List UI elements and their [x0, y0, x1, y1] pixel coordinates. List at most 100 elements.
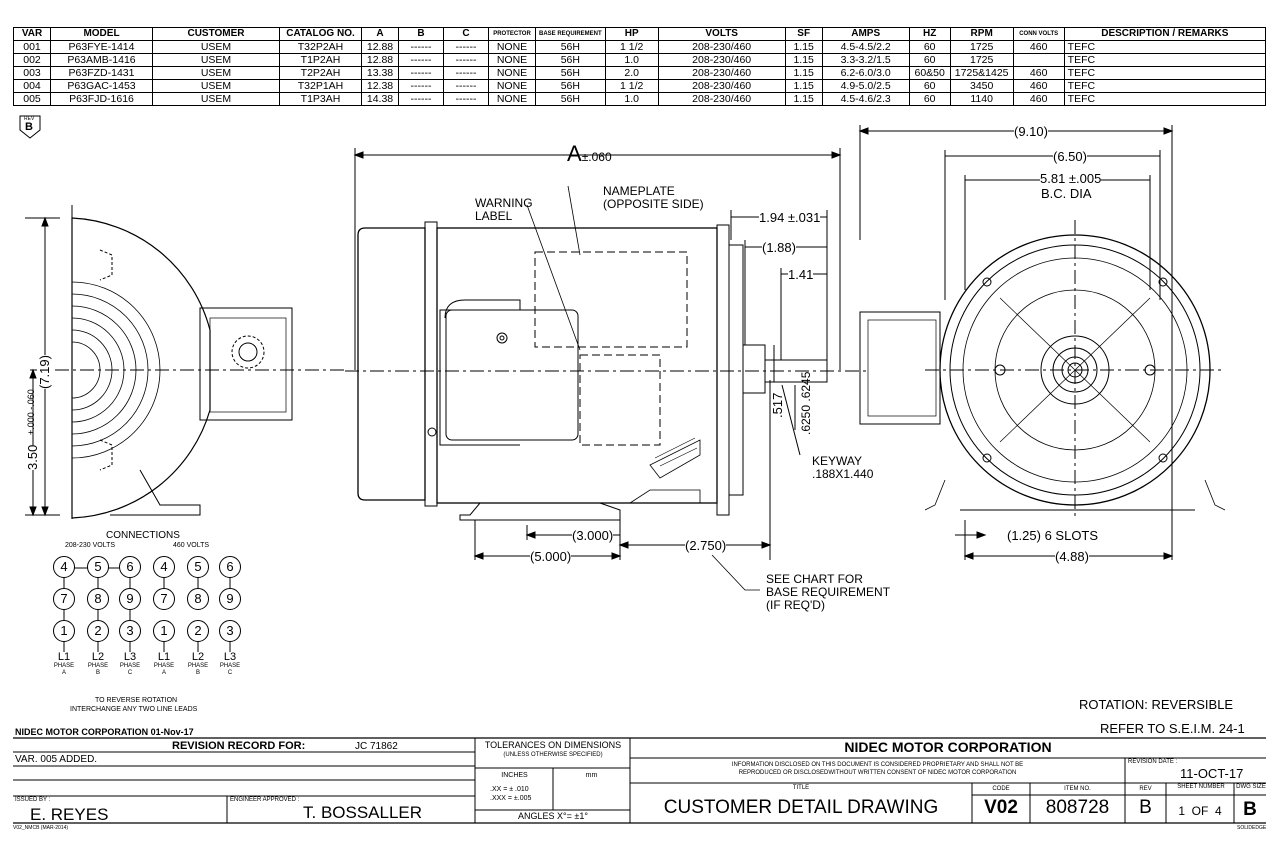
terminal-circle: 4: [53, 556, 75, 578]
variant-table: VAR MODEL CUSTOMER CATALOG NO. A B C PRO…: [13, 27, 1267, 106]
rotation-note: ROTATION: REVERSIBLE: [1079, 697, 1234, 712]
line-label: L3: [123, 651, 137, 663]
line-label: L2: [191, 651, 205, 663]
terminal-circle: 9: [219, 588, 241, 610]
dim-overall-width: (9.10): [1014, 124, 1048, 139]
title-label: TITLE: [792, 785, 810, 791]
solidedge-mark: SOLIDEDGE: [1237, 825, 1267, 831]
info-line-1: INFORMATION DISCLOSED ON THIS DOCUMENT I…: [731, 762, 1024, 768]
line-label: L1: [157, 651, 171, 663]
keyway-callout: KEYWAY: [812, 454, 863, 468]
dim-a: A±.060: [567, 141, 612, 167]
terminal-circle: 9: [119, 588, 141, 610]
phase-word: PHASE: [219, 663, 241, 669]
dim-shaft-dia: .6250 .6245: [799, 371, 813, 435]
var-note: VAR. 005 ADDED.: [15, 754, 98, 765]
engineer-label: ENGINEER APPROVED :: [230, 797, 300, 803]
tol-angles: ANGLES X°= ±1°: [518, 811, 588, 821]
tolerances-title: TOLERANCES ON DIMENSIONS: [484, 740, 622, 750]
company-date: NIDEC MOTOR CORPORATION 01-Nov-17: [15, 727, 194, 737]
table-cell: ------: [443, 92, 489, 106]
table-cell: TEFC: [1063, 92, 1267, 106]
table-header-row: VAR MODEL CUSTOMER CATALOG NO. A B C PRO…: [13, 27, 1267, 41]
right-end-view: [858, 125, 1226, 560]
engineer-approved: T. BOSSALLER: [303, 803, 423, 822]
dim-base-488: (4.88): [1055, 549, 1089, 564]
table-cell: 208-230/460: [657, 92, 786, 106]
refer-note: REFER TO S.E.I.M. 24-1: [1100, 721, 1245, 736]
tol-mm: mm: [585, 772, 598, 779]
tolerances-unless: (UNLESS OTHERWISE SPECIFIED): [503, 752, 603, 758]
code-label: CODE: [992, 786, 1010, 792]
info-line-2: REPRODUCED OR DISCLOSEDWITHOUT WRITTEN C…: [738, 770, 1017, 776]
phase-label: B: [195, 670, 200, 676]
terminal-circle: 5: [87, 556, 109, 578]
form-id: V02_NMCB (MAR-2014): [13, 825, 69, 831]
rev-tag-label: REV: [24, 116, 35, 122]
terminal-circle: 1: [153, 620, 175, 642]
company-name: NIDEC MOTOR CORPORATION: [844, 739, 1052, 755]
interchange-note: INTERCHANGE ANY TWO LINE LEADS: [70, 706, 198, 713]
terminal-circle: 8: [87, 588, 109, 610]
issued-label: ISSUED BY :: [15, 797, 51, 803]
terminal-circle: 6: [219, 556, 241, 578]
table-cell: ------: [398, 92, 444, 106]
terminal-circle: 4: [153, 556, 175, 578]
dim-slots: (1.25) 6 SLOTS: [1007, 528, 1099, 543]
dim-shaft-188: (1.88): [762, 240, 796, 255]
jc-number: JC 71862: [355, 741, 398, 752]
tol-inches: INCHES: [501, 772, 528, 779]
if-reqd-callout: (IF REQ'D): [766, 598, 825, 612]
dwg-label: DWG SIZE: [1236, 784, 1266, 790]
dim-base-3000: (3.000): [572, 528, 614, 543]
dim-height-350: 3.50: [25, 444, 40, 470]
dim-inner-width: (6.50): [1053, 149, 1087, 164]
table-cell: 1.15: [784, 92, 823, 106]
nameplate-sub-callout: (OPPOSITE SIDE): [603, 197, 704, 211]
rev-label: REV: [1139, 786, 1152, 792]
dim-height-350-tol: +.000 -.060: [26, 389, 36, 435]
connections-volts-low: 208-230 VOLTS: [65, 542, 116, 549]
dim-bc-dia: 5.81 ±.005: [1040, 171, 1102, 186]
item-label: ITEM NO.: [1064, 786, 1091, 792]
dim-a-label: A: [567, 141, 582, 166]
terminal-circle: 6: [119, 556, 141, 578]
revision-record: REVISION RECORD FOR:: [172, 740, 306, 752]
phase-label: C: [127, 670, 133, 676]
terminal-circle: 1: [53, 620, 75, 642]
table-cell: 56H: [535, 92, 606, 106]
code-value: V02: [984, 797, 1018, 818]
revision-date: 11-OCT-17: [1180, 766, 1244, 781]
terminal-circle: 2: [87, 620, 109, 642]
line-label: L2: [91, 651, 105, 663]
connections-diagram: [63, 567, 231, 652]
revision-date-label: REVISION DATE :: [1128, 759, 1178, 765]
left-side-view: [30, 205, 345, 520]
phase-word: PHASE: [187, 663, 209, 669]
phase-label: A: [161, 670, 166, 676]
dwg-value: B: [1243, 799, 1257, 820]
title-block-lines: [13, 737, 1266, 824]
rev-tag: REV B: [18, 114, 42, 139]
dim-shaft-194: 1.94 ±.031: [759, 210, 821, 225]
rev-value: B: [1139, 797, 1152, 818]
phase-label: B: [95, 670, 100, 676]
phase-word: PHASE: [119, 663, 141, 669]
dim-height-719: (7.19): [37, 355, 52, 389]
phase-label: C: [227, 670, 233, 676]
rev-tag-value: B: [25, 121, 33, 133]
phase-label: A: [61, 670, 66, 676]
keyway-size: .188X1.440: [812, 467, 874, 481]
issued-by: E. REYES: [30, 805, 109, 824]
table-cell: NONE: [488, 92, 536, 106]
phase-word: PHASE: [53, 663, 75, 669]
reverse-note: TO REVERSE ROTATION: [95, 697, 178, 704]
terminal-circle: 7: [53, 588, 75, 610]
base-req-callout: BASE REQUIREMENT: [766, 585, 891, 599]
drawing-title: CUSTOMER DETAIL DRAWING: [663, 797, 939, 818]
dim-shaft-141: 1.41: [788, 267, 814, 282]
item-value: 808728: [1045, 797, 1110, 818]
